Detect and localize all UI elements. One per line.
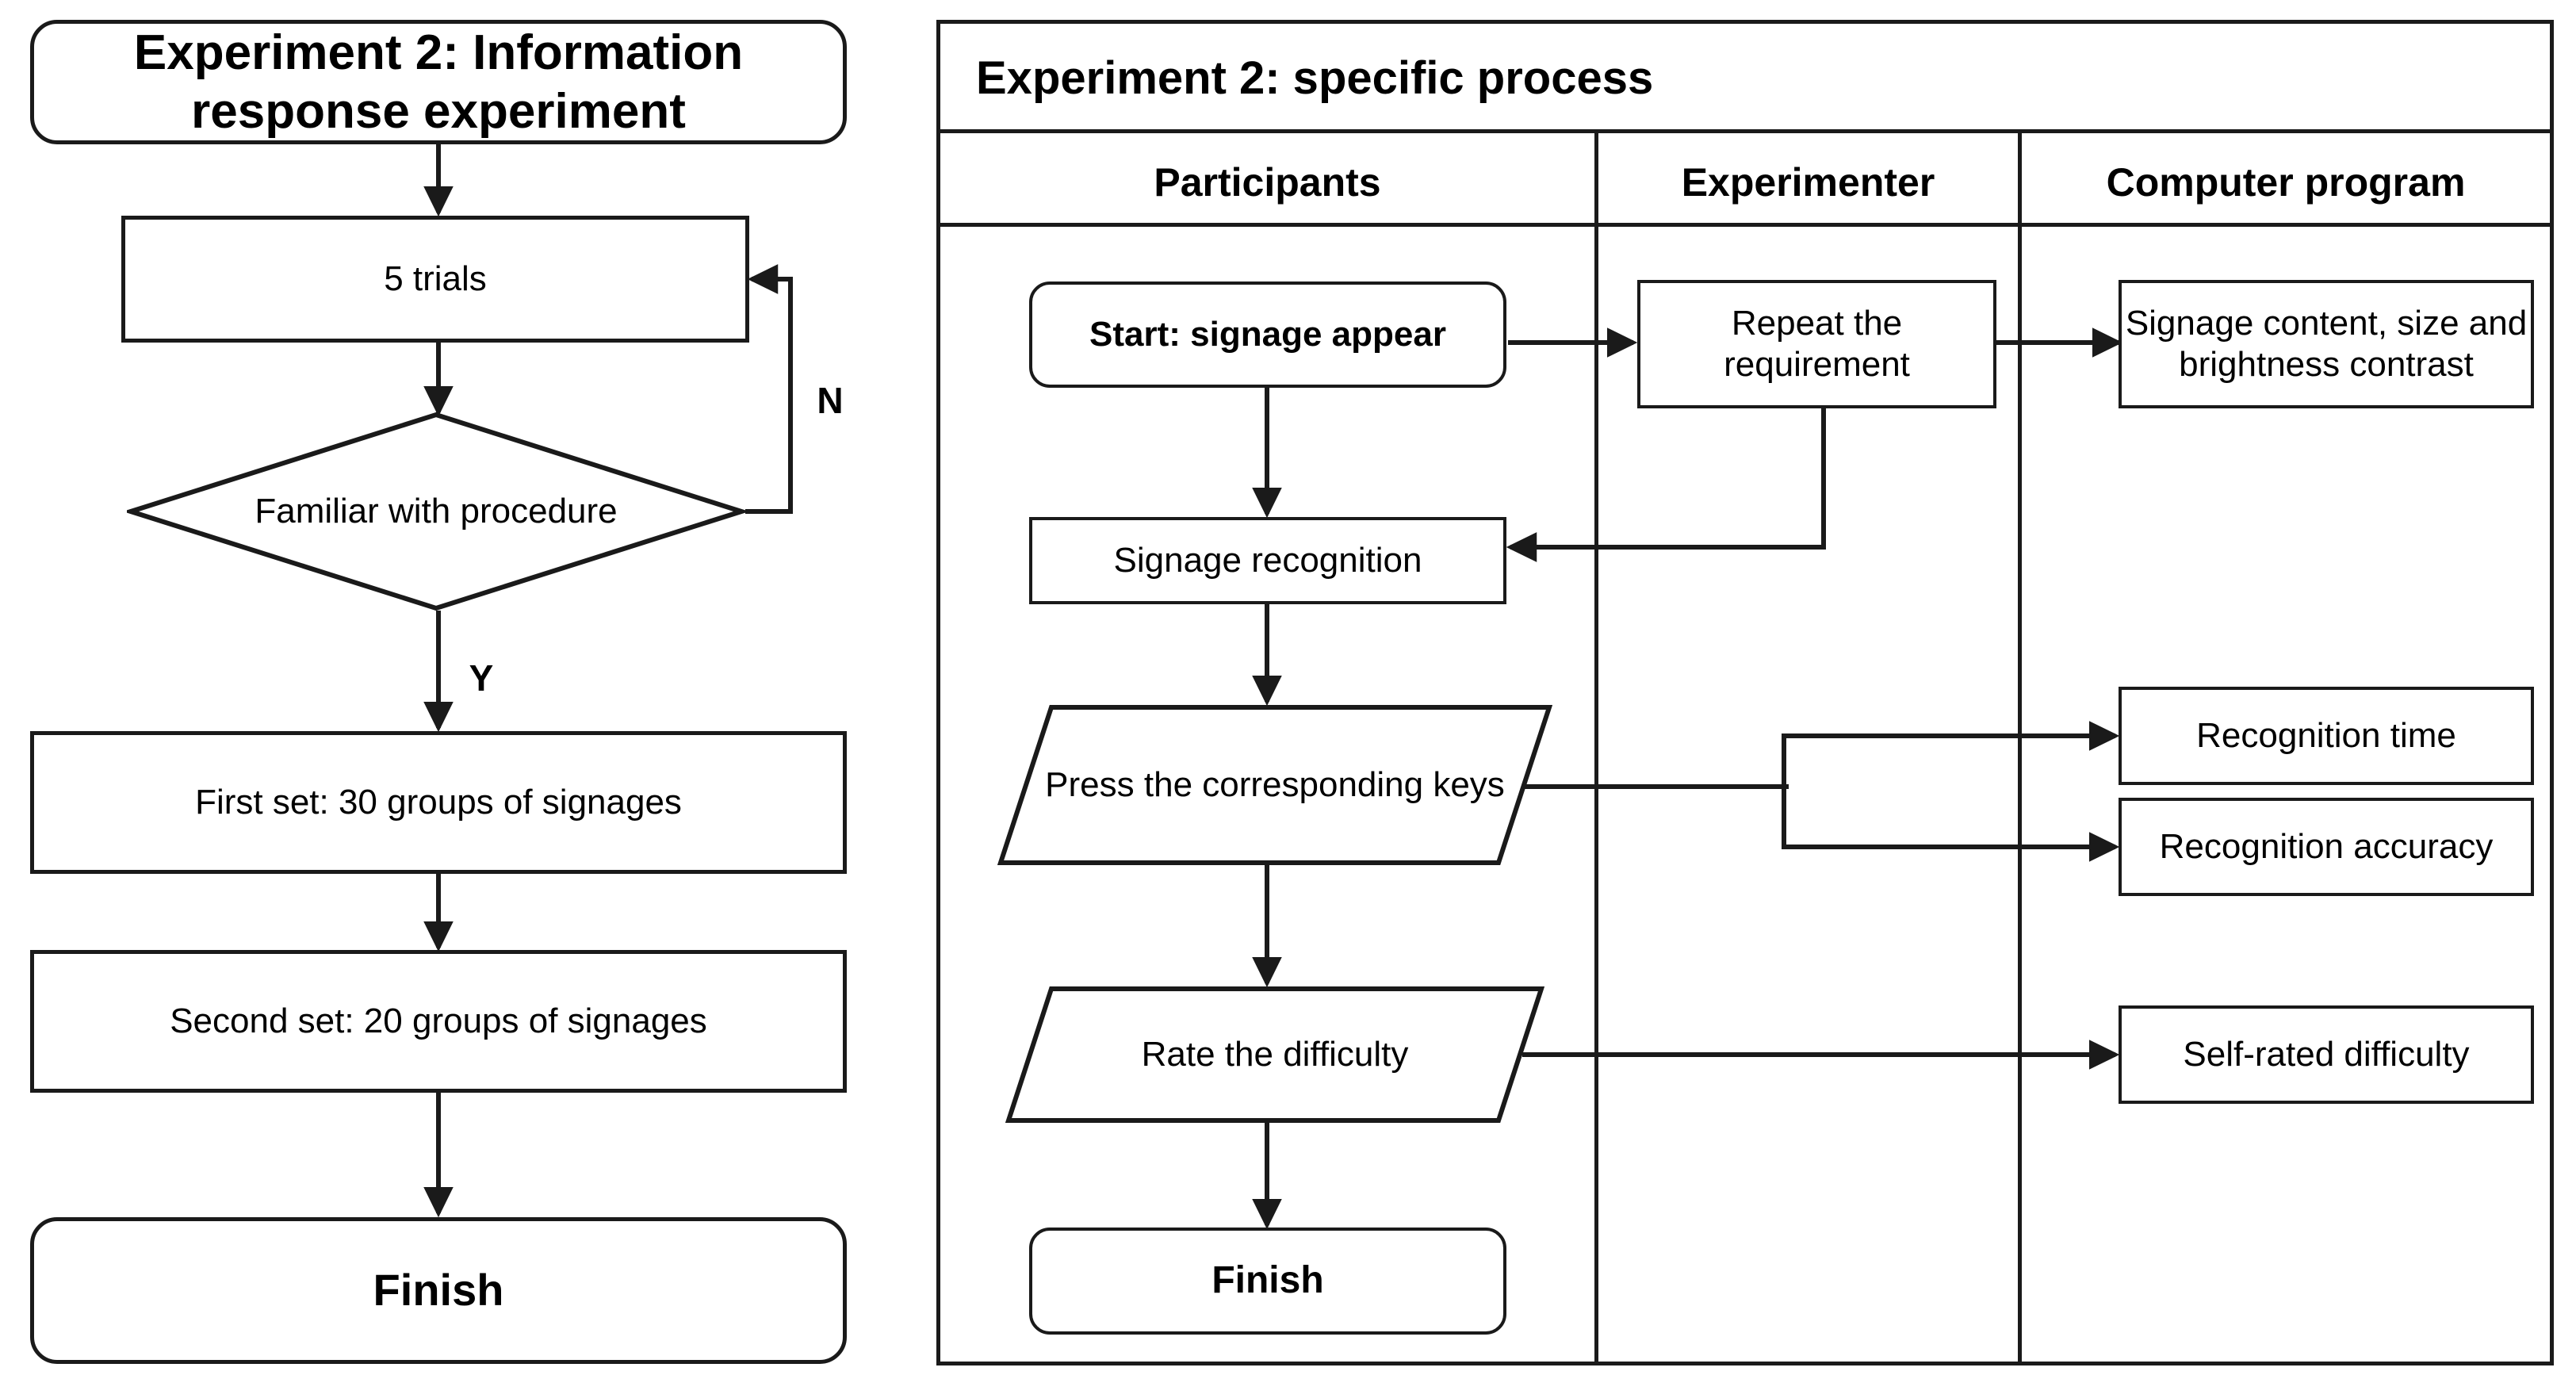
node-5-trials-label: 5 trials [384,259,487,299]
right-panel-header: Experiment 2: specific process [976,52,1654,104]
arrow-presskeys-to-recognition-time [1782,721,2120,787]
node-familiar-decision: Familiar with procedure [123,411,749,612]
arrow-no-loop-to-trials [745,264,793,514]
diamond-shape [123,412,749,611]
left-title-text: Experiment 2: Information response exper… [133,25,744,139]
node-left-finish-label: Finish [373,1265,504,1316]
arrow-presskeys-to-recognition-accuracy [1782,787,2120,862]
column-divider-1 [1594,129,1598,1365]
column-header-experimenter: Experimenter [1681,160,1935,205]
panel-columnhead-rule [936,223,2554,227]
node-press-corresponding-keys: Press the corresponding keys [997,704,1553,866]
parallelogram-shape-2 [1005,986,1545,1123]
node-signage-content-params: Signage content, size and brightness con… [2119,280,2534,408]
node-repeat-requirement-label: Repeat the requirement [1724,304,1910,384]
right-panel-frame [936,20,2554,1365]
node-recognition-time: Recognition time [2119,687,2534,785]
node-left-finish: Finish [30,1217,847,1364]
panel-header-rule [936,129,2554,133]
node-recognition-time-label: Recognition time [2196,716,2456,756]
node-second-set: Second set: 20 groups of signages [30,950,847,1093]
branch-label-yes: Y [469,657,494,699]
node-start-signage-appear-label: Start: signage appear [1089,315,1446,354]
node-first-set: First set: 30 groups of signages [30,731,847,874]
node-right-finish: Finish [1029,1228,1506,1335]
node-signage-content-params-label: Signage content, size and brightness con… [2125,304,2528,384]
node-press-corresponding-keys-label: Press the corresponding keys [1045,765,1505,805]
node-rate-difficulty: Rate the difficulty [1005,986,1545,1124]
node-5-trials: 5 trials [121,216,749,343]
node-rate-difficulty-label: Rate the difficulty [1141,1035,1409,1074]
node-repeat-requirement: Repeat the requirement [1637,280,1996,408]
column-divider-2 [2018,129,2022,1365]
node-start-signage-appear: Start: signage appear [1029,282,1506,388]
node-familiar-decision-label: Familiar with procedure [255,492,618,531]
branch-label-no: N [817,380,844,421]
node-recognition-accuracy-label: Recognition accuracy [2159,827,2494,867]
node-recognition-accuracy: Recognition accuracy [2119,798,2534,896]
node-second-set-label: Second set: 20 groups of signages [170,1002,707,1041]
left-title-box: Experiment 2: Information response exper… [30,20,847,144]
node-right-finish-label: Finish [1211,1259,1324,1302]
node-first-set-label: First set: 30 groups of signages [195,783,682,822]
node-self-rated-difficulty-label: Self-rated difficulty [2183,1035,2470,1074]
node-signage-recognition: Signage recognition [1029,517,1506,604]
parallelogram-shape [997,705,1553,865]
node-self-rated-difficulty: Self-rated difficulty [2119,1005,2534,1104]
node-signage-recognition-label: Signage recognition [1113,541,1422,580]
column-header-computer-program: Computer program [2106,160,2466,205]
arrow-repeat-feedback-to-recognition [1506,408,1826,562]
column-header-participants: Participants [1154,160,1381,205]
